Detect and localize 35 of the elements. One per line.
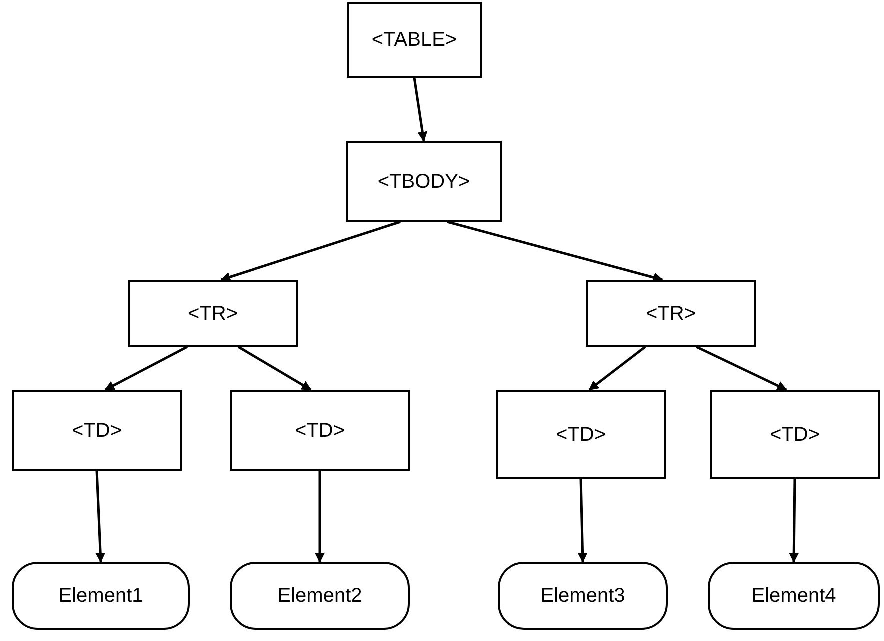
arrow — [238, 346, 312, 392]
arrow — [96, 470, 106, 563]
node-label: <TBODY> — [378, 170, 470, 194]
arrow — [447, 220, 664, 282]
arrow — [578, 478, 588, 563]
arrow — [413, 78, 428, 142]
process-box — [230, 390, 410, 471]
arrow — [789, 478, 800, 563]
process-box — [128, 280, 298, 347]
process-box — [496, 390, 666, 479]
arrow — [315, 471, 325, 563]
node-label: <TABLE> — [372, 28, 458, 53]
arrow — [104, 346, 188, 392]
node-label: Element3 — [540, 584, 626, 609]
arrow — [220, 220, 401, 282]
arrow — [588, 346, 646, 391]
process-box — [586, 280, 756, 347]
node-label: <TR> — [188, 302, 238, 326]
rounded-box — [498, 562, 668, 630]
node-label: Element4 — [752, 584, 836, 609]
arrow — [696, 346, 788, 392]
process-box — [347, 2, 482, 78]
node-label: Element1 — [58, 584, 144, 609]
node-label: <TD> — [770, 422, 820, 448]
rounded-box — [708, 562, 880, 630]
node-label: <TR> — [646, 302, 696, 326]
process-box — [346, 141, 502, 222]
node-label: <TD> — [556, 422, 606, 448]
node-label: <TD> — [72, 418, 122, 444]
node-label: Element2 — [278, 584, 362, 609]
rounded-box — [230, 562, 410, 630]
process-box — [12, 390, 182, 471]
rounded-box — [12, 562, 190, 630]
node-label: <TD> — [294, 418, 346, 444]
process-box — [710, 390, 880, 479]
